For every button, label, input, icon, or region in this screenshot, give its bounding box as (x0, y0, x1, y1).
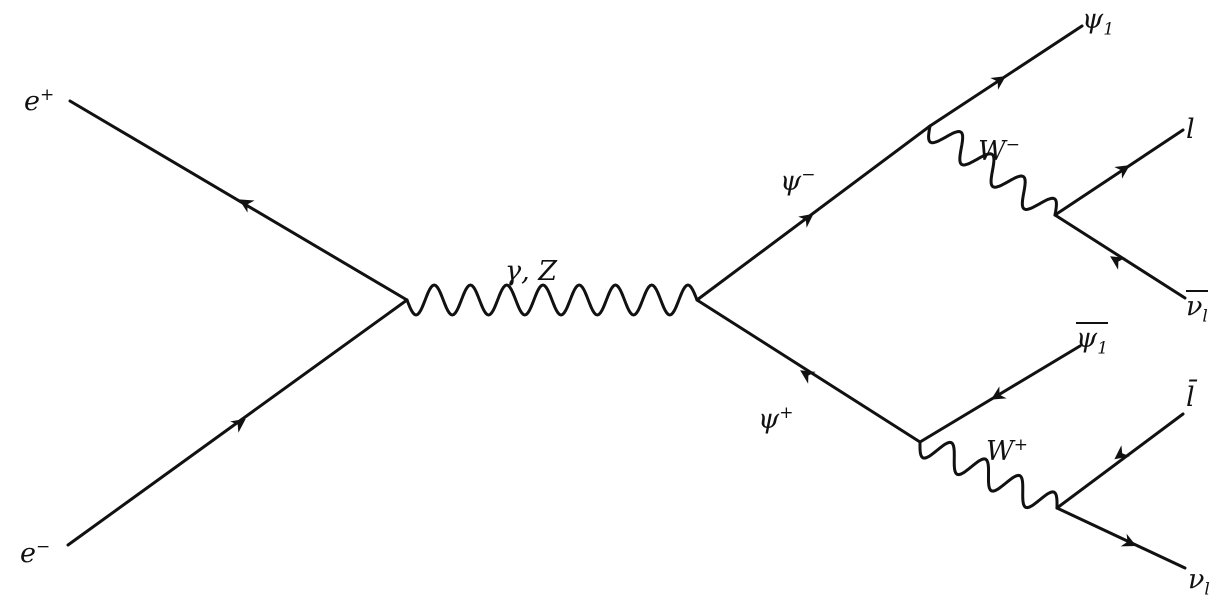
w-plus-label: W+ (986, 435, 1029, 467)
e-plus-label: e+ (24, 85, 55, 117)
lepton-label: l (1186, 114, 1195, 145)
e-minus-label: e− (20, 537, 51, 569)
psi-1-bar-label: ψ1 (1076, 322, 1109, 359)
e-plus-arrow (239, 199, 255, 213)
psi-minus-arrow (798, 213, 814, 228)
boson-label: γ, Z (505, 256, 558, 287)
lepton-bar-arrow (1114, 445, 1130, 460)
nu-l-label: νl (1188, 564, 1210, 600)
lepton-bar-line (1055, 412, 1185, 510)
w-minus-propagator (927, 124, 1058, 217)
psi-plus-arrow (800, 370, 816, 384)
lepton-arrow (1114, 165, 1130, 179)
e-plus-line (68, 99, 409, 302)
psi-1-label: ψ1 (1082, 4, 1115, 40)
nu-l-arrow (1120, 533, 1137, 547)
psi-minus-label: ψ− (780, 165, 816, 197)
e-minus-arrow (230, 418, 246, 433)
psi-1-bar-arrow (991, 386, 1007, 400)
psi-1-bar-line (918, 344, 1082, 444)
nu-l-bar-label: νl (1186, 290, 1208, 327)
w-minus-label: W− (978, 135, 1021, 167)
psi-1-line (928, 24, 1084, 128)
nu-l-line (1055, 506, 1187, 570)
nu-l-bar-arrow (1110, 256, 1126, 270)
lepton-bar-label: l̄ (1186, 382, 1195, 413)
psi-plus-label: ψ+ (758, 403, 794, 435)
nu-l-bar-line (1053, 213, 1187, 300)
psi-plus-line (695, 298, 922, 444)
psi-1-arrow (990, 76, 1006, 90)
w-plus-propagator (918, 440, 1059, 510)
gamma-z-propagator (405, 283, 699, 317)
lepton-line (1053, 128, 1185, 217)
psi-minus-line (695, 124, 932, 302)
